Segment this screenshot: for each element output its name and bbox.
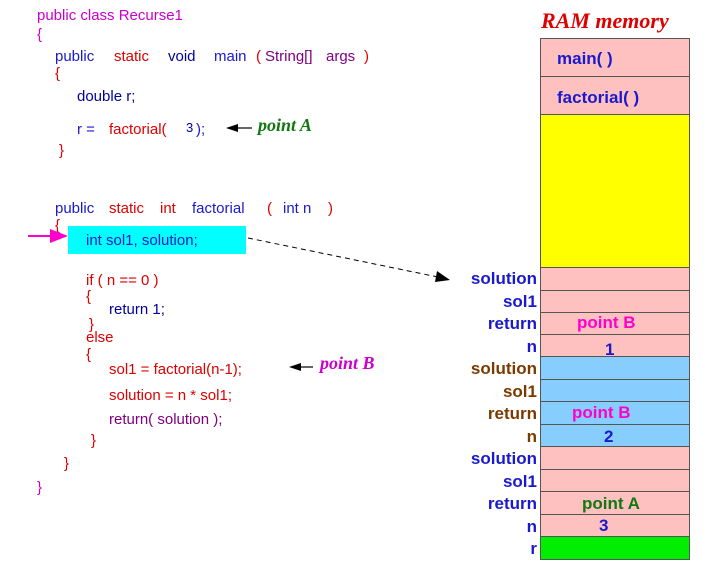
return-one: return 1; (109, 301, 165, 318)
execution-pointer-arrow (28, 229, 68, 243)
ram-cell-r (540, 537, 690, 560)
local-declaration: int sol1, solution; (86, 232, 198, 249)
brace: { (86, 288, 92, 305)
label-n: n (526, 517, 537, 536)
label-n: n (526, 427, 537, 446)
ram-cell-n: 3 (540, 515, 690, 537)
label-return: return (487, 494, 537, 513)
factorial-frame-label: factorial( ) (557, 88, 640, 107)
ram-cell-return: point A (540, 492, 690, 515)
ram-cell-solution (540, 447, 690, 470)
brace: } (37, 479, 43, 496)
args-param: args (326, 48, 356, 65)
dashed-pointer-to-solution (247, 237, 450, 282)
solution-assign: solution = n * sol1; (109, 387, 232, 404)
paren: ) (364, 48, 369, 65)
keyword-static: static (114, 48, 150, 65)
ram-cell-sol1 (540, 291, 690, 313)
brace: { (55, 217, 61, 234)
label-sol1: sol1 (502, 292, 537, 311)
ram-memory-title: RAM memory (541, 8, 669, 33)
arrow-point-b (289, 363, 313, 371)
call-end: ); (196, 121, 206, 138)
string-array-type: String[] (265, 48, 313, 65)
brace: } (89, 316, 95, 333)
brace: { (55, 65, 61, 82)
r-assign: r = (77, 121, 95, 138)
ram-cell-solution (540, 357, 690, 380)
return-value: point B (572, 403, 631, 422)
ram-cell-main: main( ) (540, 38, 690, 77)
keyword-int: int (160, 200, 176, 217)
if-statement: if ( n == 0 ) (86, 272, 159, 289)
current-line-highlight (68, 226, 246, 254)
arrow-point-a (226, 124, 252, 132)
n-value: 2 (604, 427, 614, 446)
point-a-label: point A (258, 115, 312, 135)
n-value: 3 (599, 516, 609, 535)
ram-cell-return: point B (540, 313, 690, 335)
ram-cell-sol1 (540, 470, 690, 492)
keyword-public: public (55, 200, 95, 217)
ram-cell-return: point B (540, 402, 690, 425)
n-value: 1 (605, 340, 615, 359)
factorial-arg: 3 (186, 120, 194, 135)
label-r: r (530, 539, 537, 558)
ram-memory-stack: main( ) factorial( ) point B 1 point B 2… (540, 38, 690, 560)
label-solution: solution (470, 359, 537, 378)
double-r-decl: double r; (77, 88, 136, 105)
label-n: n (526, 337, 537, 356)
ram-cell-solution (540, 268, 690, 291)
return-value: point B (577, 313, 636, 332)
factorial-call: factorial( (109, 121, 167, 138)
param-int-n: int n (283, 200, 312, 217)
label-return: return (487, 404, 537, 423)
keyword-static: static (109, 200, 145, 217)
ram-cell-factorial: factorial( ) (540, 77, 690, 115)
keyword-public: public (55, 48, 95, 65)
ram-cell-n: 1 (540, 335, 690, 359)
return-solution: return( solution ); (109, 411, 223, 428)
label-return: return (487, 314, 537, 333)
else-keyword: else (86, 329, 114, 346)
main-frame-label: main( ) (557, 49, 613, 68)
ram-free-space (540, 115, 690, 268)
brace: { (86, 346, 92, 363)
brace: } (59, 142, 65, 159)
brace: } (64, 455, 70, 472)
return-value: point A (582, 494, 640, 513)
brace: } (91, 432, 97, 449)
label-solution: solution (470, 449, 537, 468)
point-b-label: point B (320, 353, 375, 373)
class-declaration: public class Recurse1 (37, 7, 183, 24)
paren: ( (267, 200, 272, 217)
paren: ( (256, 48, 261, 65)
paren: ) (328, 200, 333, 217)
label-solution: solution (470, 269, 537, 288)
label-sol1: sol1 (502, 472, 537, 491)
brace: { (37, 26, 43, 43)
label-sol1: sol1 (502, 382, 537, 401)
ram-cell-n: 2 (540, 425, 690, 447)
method-main: main (214, 48, 247, 65)
ram-cell-sol1 (540, 380, 690, 402)
method-factorial: factorial (192, 200, 245, 217)
keyword-void: void (168, 48, 196, 65)
sol1-assign: sol1 = factorial(n-1); (109, 361, 242, 378)
